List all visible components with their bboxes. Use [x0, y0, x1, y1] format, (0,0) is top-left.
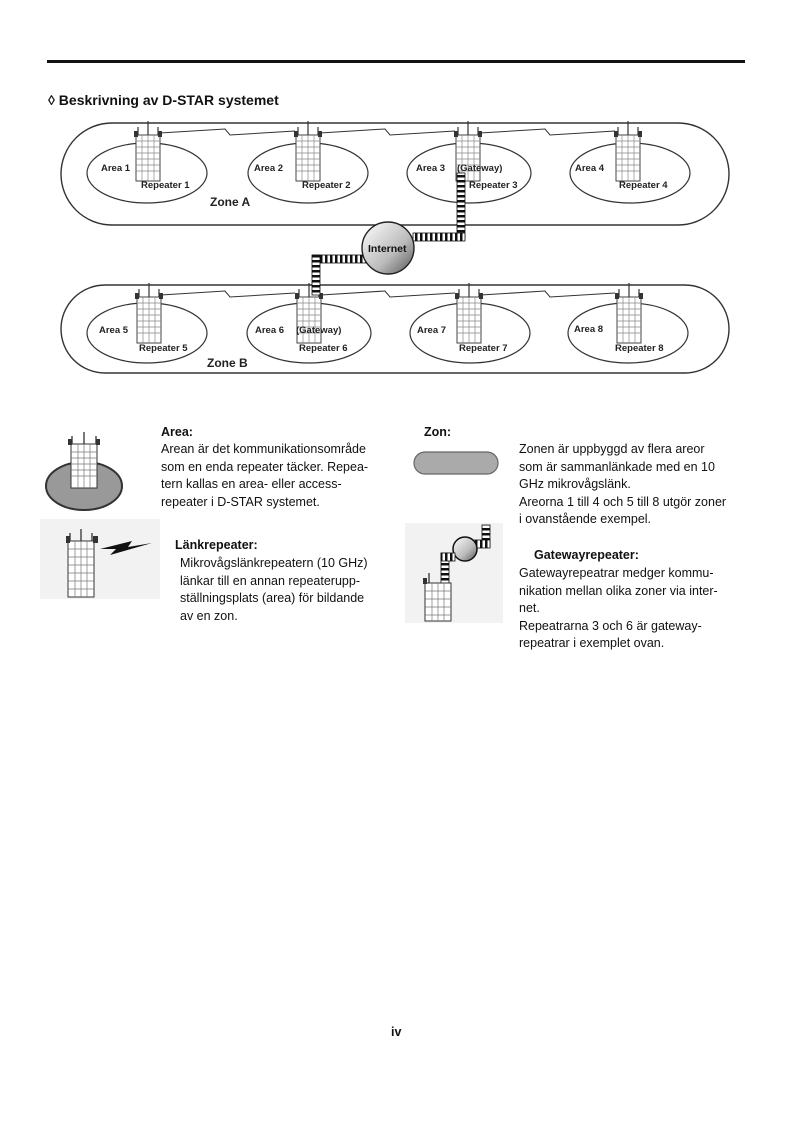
- gateway-3-uplink-horizontal: [412, 232, 466, 242]
- page-number: iv: [391, 1025, 402, 1039]
- area-legend-title: Area:: [161, 425, 193, 439]
- repeater-1-label: Repeater 1: [141, 180, 190, 191]
- area-5-label: Area 5: [99, 325, 129, 336]
- repeater-7-label: Repeater 7: [459, 343, 508, 354]
- dstar-network-diagram: Area 1 Repeater 1 Area 2 Repeater 2 Area…: [60, 120, 730, 374]
- area-8-label: Area 8: [574, 324, 603, 335]
- repeater-5-label: Repeater 5: [139, 343, 188, 354]
- zone-legend-icon: [413, 451, 499, 475]
- gateway-6-uplink: [311, 254, 321, 296]
- zon-legend-title: Zon:: [424, 425, 452, 439]
- gateway-6-uplink-horizontal: [312, 254, 368, 264]
- internet-globe-icon: [361, 221, 415, 275]
- section-heading: ◊ Beskrivning av D-STAR systemet: [48, 92, 279, 108]
- repeater-7-tower-icon: [454, 282, 484, 344]
- repeater-4-label: Repeater 4: [619, 180, 668, 191]
- repeater-5-tower-icon: [134, 282, 164, 344]
- zone-b-boundary: [60, 284, 730, 374]
- gateway-repeater-legend-title: Gatewayrepeater:: [534, 548, 639, 562]
- zon-legend-description: Zonen är uppbyggd av flera areor som är …: [519, 442, 727, 526]
- repeater-8-tower-icon: [614, 282, 644, 344]
- repeater-1-tower-icon: [133, 120, 163, 182]
- repeater-3-label: Repeater 3: [469, 180, 518, 191]
- link-repeater-legend-description: Mikrovågslänkrepeatern (10 GHz) länkar t…: [180, 556, 368, 623]
- area-4-label: Area 4: [575, 163, 605, 174]
- gateway-3-uplink: [456, 172, 466, 240]
- zone-b-label: Zone B: [207, 356, 248, 370]
- repeater-8-label: Repeater 8: [615, 343, 664, 354]
- repeater-4-tower-icon: [613, 120, 643, 182]
- repeater-6-label: Repeater 6: [299, 343, 348, 354]
- link-repeater-legend-icon: [40, 519, 160, 599]
- area-6-label: Area 6: [255, 325, 284, 336]
- gateway-repeater-legend-description: Gatewayrepeatrar medger kommu- nikation …: [519, 566, 718, 650]
- zone-b-microwave-links: [160, 290, 616, 298]
- area-7-label: Area 7: [417, 325, 446, 336]
- zone-a-label: Zone A: [210, 195, 251, 209]
- area-legend-description: Arean är det kommunikationsområde som en…: [161, 442, 369, 509]
- repeater-2-tower-icon: [293, 120, 323, 182]
- zone-a-microwave-links: [159, 128, 616, 136]
- repeater-2-label: Repeater 2: [302, 180, 351, 191]
- area-3-gateway-label: (Gateway): [457, 163, 502, 174]
- area-6-gateway-label: (Gateway): [296, 325, 341, 336]
- area-3-label: Area 3: [416, 163, 445, 174]
- area-2-label: Area 2: [254, 163, 283, 174]
- top-rule: [47, 60, 745, 63]
- area-1-label: Area 1: [101, 163, 131, 174]
- area-legend-icon: [45, 432, 123, 511]
- link-repeater-legend-title: Länkrepeater:: [175, 538, 258, 552]
- internet-label: Internet: [368, 243, 407, 255]
- gateway-repeater-legend-icon: [405, 523, 503, 623]
